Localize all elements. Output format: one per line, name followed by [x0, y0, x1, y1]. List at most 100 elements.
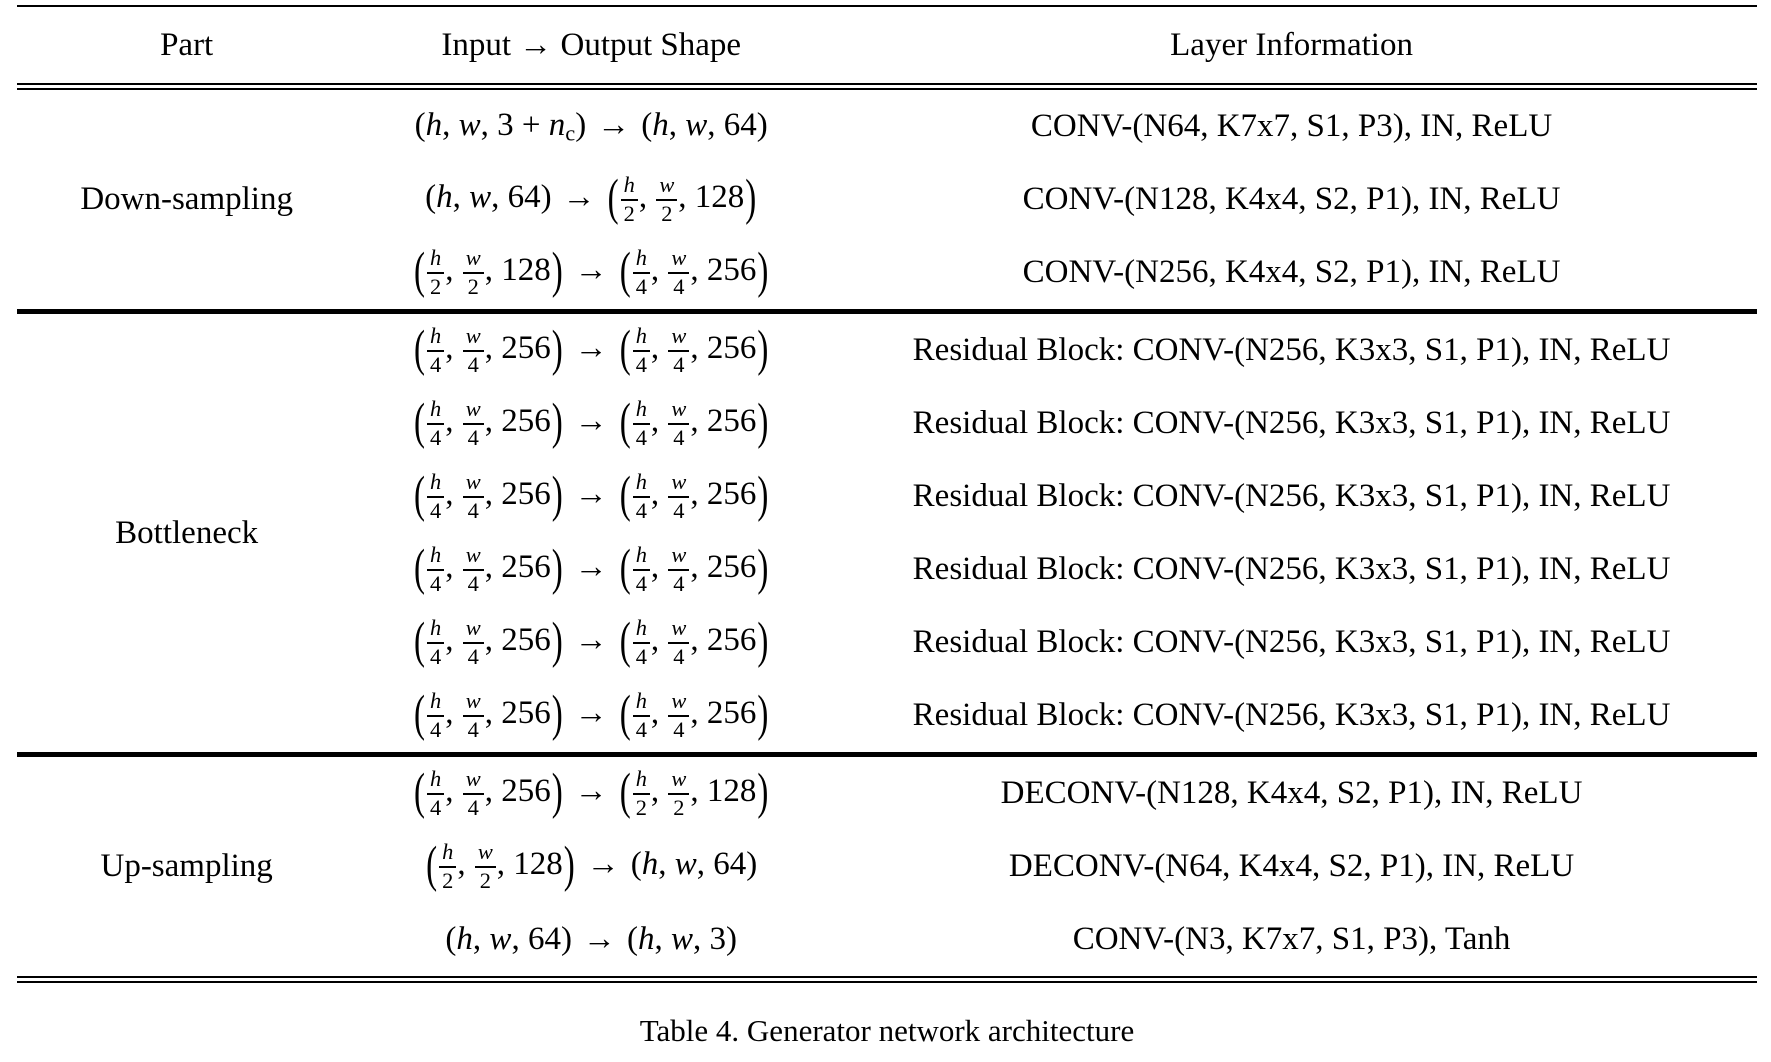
paren-open: ( [414, 686, 425, 743]
paren-open: ( [414, 394, 425, 451]
paren-open: ( [619, 394, 631, 451]
paren-open: ( [607, 170, 619, 227]
shape-cell: (h, w, 64)→(h, w, 3) [445, 921, 737, 957]
paren-close: ) [551, 243, 563, 300]
paren-close: ) [746, 846, 758, 883]
paren-open: ( [630, 846, 642, 883]
paren-open: ( [641, 106, 653, 143]
part-cell: Down-sampling [80, 181, 293, 217]
paren-open: ( [414, 106, 426, 143]
table-header: Part Input → Output Shape Layer Informat… [17, 6, 1757, 90]
paren-close: ) [551, 394, 563, 451]
paren-open: ( [414, 540, 425, 597]
paren-close: ) [563, 837, 575, 894]
arrow-symbol: → [574, 549, 608, 586]
paren-close: ) [540, 179, 552, 216]
table-row: Down-sampling(h, w, 3 + nc)→(h, w, 64)CO… [17, 87, 1757, 217]
layer-cell: CONV-(N256, K4x4, S2, P1), IN, ReLU [1022, 254, 1561, 290]
column-header-layer: Layer Information [826, 6, 1757, 90]
header-row: Part Input → Output Shape Layer Informat… [17, 6, 1757, 90]
paren-close: ) [551, 467, 563, 524]
section-down-sampling: Down-sampling(h, w, 3 + nc)→(h, w, 64)CO… [17, 87, 1757, 312]
paren-open: ( [619, 321, 631, 378]
column-header-part: Part [17, 6, 357, 90]
paren-close: ) [757, 243, 769, 300]
paren-open: ( [619, 467, 631, 524]
layer-cell: CONV-(N128, K4x4, S2, P1), IN, ReLU [1022, 181, 1561, 217]
paren-open: ( [619, 613, 631, 670]
layer-cell: CONV-(N64, K7x7, S1, P3), IN, ReLU [1030, 108, 1553, 144]
layer-cell: Residual Block: CONV-(N256, K3x3, S1, P1… [912, 478, 1671, 514]
paren-close: ) [575, 106, 587, 143]
paren-open: ( [414, 321, 425, 378]
paren-close: ) [560, 921, 572, 957]
paren-close: ) [551, 686, 563, 743]
arrow-symbol: → [574, 403, 608, 440]
arrow-symbol: → [574, 252, 608, 289]
paren-open: ( [619, 243, 631, 300]
part-cell: Bottleneck [17, 309, 357, 755]
paren-close: ) [551, 540, 563, 597]
paren-close: ) [745, 170, 757, 227]
paren-close: ) [551, 321, 563, 378]
arrow-symbol: → [597, 106, 631, 143]
arrow-symbol: → [562, 179, 596, 216]
paren-open: ( [425, 179, 437, 216]
paren-open: ( [619, 764, 631, 821]
layer-cell: Residual Block: CONV-(N256, K3x3, S1, P1… [826, 309, 1757, 387]
paren-open: ( [619, 686, 631, 743]
paren-open: ( [626, 921, 638, 957]
paren-close: ) [551, 613, 563, 670]
paren-open: ( [414, 467, 425, 524]
arrow-symbol: → [574, 622, 608, 659]
arrow-symbol: → [574, 695, 608, 732]
paren-open: ( [426, 837, 438, 894]
paren-open: ( [414, 613, 425, 670]
paren-close: ) [757, 613, 769, 670]
paren-open: ( [445, 921, 457, 957]
paren-close: ) [725, 921, 737, 957]
shape-cell: (h, w, 3 + nc)→(h, w, 64) [414, 106, 768, 146]
part-cell: Up-sampling [17, 752, 357, 980]
